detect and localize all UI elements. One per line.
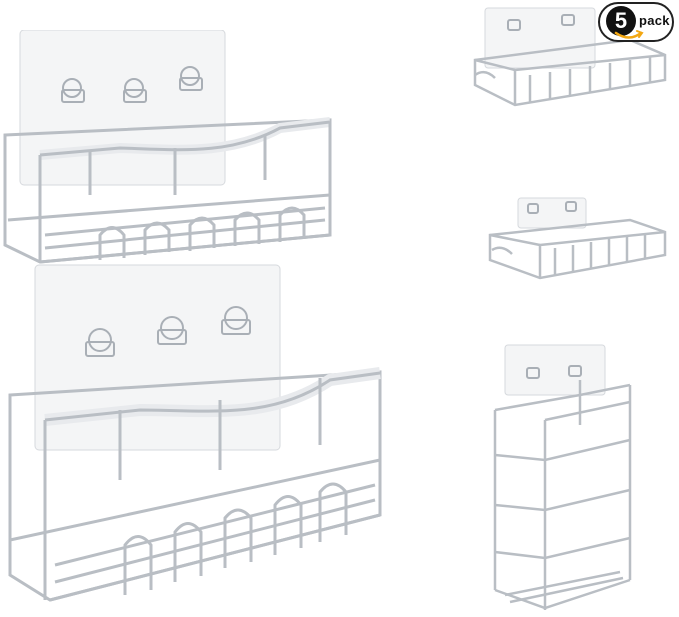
corner-caddy-basket-bottom <box>8 264 382 602</box>
corner-caddy-basket-top <box>3 30 332 264</box>
basket-frame <box>8 367 382 602</box>
pack-count-badge: 5 pack <box>598 2 674 42</box>
suction-hooks <box>85 306 251 357</box>
smile-arrow-icon <box>614 30 644 39</box>
soap-dish-middle <box>488 197 667 280</box>
toothbrush-holder <box>493 344 632 610</box>
pack-count-number: 5 <box>606 6 636 36</box>
suction-hooks <box>61 66 203 103</box>
basket-frame <box>3 117 332 264</box>
soap-dish-top <box>473 7 667 107</box>
pack-count-word: pack <box>639 13 670 28</box>
